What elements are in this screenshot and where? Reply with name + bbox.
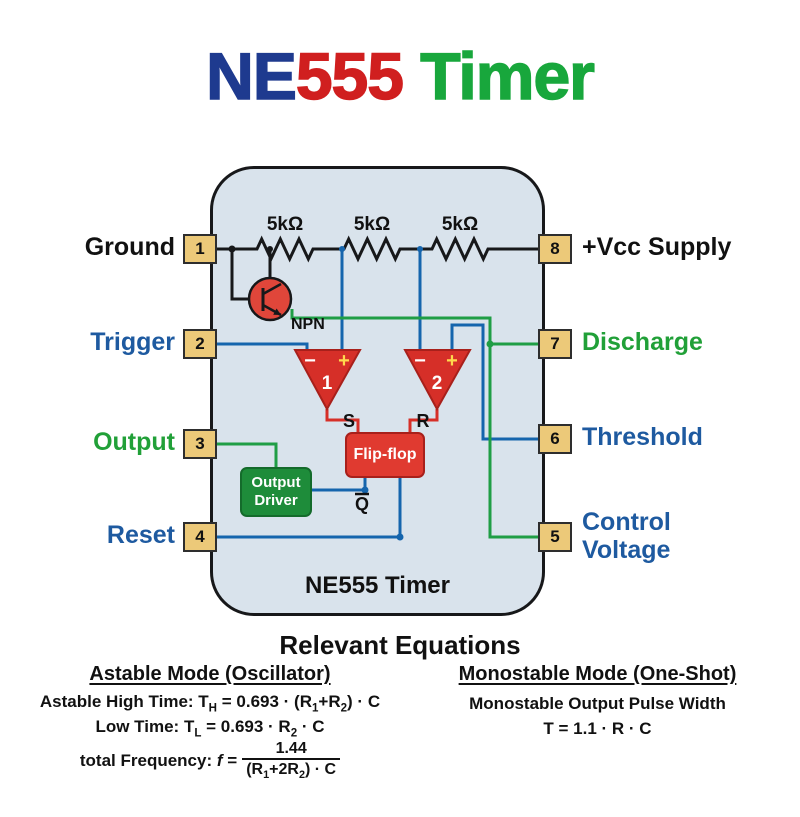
frequency-denominator: (R1+2R2) · C (242, 758, 341, 781)
comparator-2-number: 2 (432, 373, 443, 394)
pin-label-threshold: Threshold (582, 423, 703, 451)
monostable-pulse-width-label: Monostable Output Pulse Width (469, 694, 726, 713)
frequency-numerator: 1.44 (275, 740, 307, 757)
flipflop-label: Flip-flop (353, 446, 417, 463)
pin-label-control-line1: Control (582, 508, 671, 536)
reset-input-label: R (417, 411, 430, 431)
transistor-base-wire (230, 249, 249, 301)
q-bar-label: Q (355, 494, 369, 514)
pin-2: 2 (183, 329, 217, 359)
comparator-1-number: 1 (322, 373, 333, 394)
comparator-2-plus: + (446, 350, 458, 372)
pin-6: 6 (538, 424, 572, 454)
equations-heading: Relevant Equations (279, 630, 521, 660)
output-driver-block: Output Driver (240, 467, 312, 517)
pin-label-discharge: Discharge (582, 328, 703, 356)
comparator-1-minus: − (304, 350, 316, 372)
npn-transistor (247, 276, 293, 322)
junction-dots (228, 245, 494, 541)
pin-7: 7 (538, 329, 572, 359)
pin-8: 8 (538, 234, 572, 264)
control-voltage-wire (488, 344, 539, 539)
pin-label-vcc: +Vcc Supply (582, 233, 732, 261)
resistor-2-label: 5kΩ (354, 214, 390, 235)
top-rail-resistor-chain (217, 235, 539, 263)
astable-high-time-equation: Astable High Time: TH = 0.693 · (R1+R2) … (39, 692, 381, 715)
title-555: 555 (295, 38, 405, 114)
astable-mode-title: Astable Mode (Oscillator) (89, 663, 331, 685)
output-driver-label-line2: Driver (254, 492, 298, 509)
pin-label-reset: Reset (106, 521, 175, 549)
comparator-1: − + 1 (293, 349, 362, 412)
pin-label-output: Output (93, 428, 175, 456)
comparator-2-minus: − (414, 350, 426, 372)
frequency-fraction: 1.44 (R1+2R2) · C (242, 740, 341, 781)
title-timer: Timer (402, 38, 596, 114)
astable-low-time-equation: Low Time: TL = 0.693 · R2 · C (95, 717, 325, 740)
resistor-1-label: 5kΩ (267, 214, 303, 235)
pin-label-control-line2: Voltage (582, 536, 671, 564)
comparator-1-plus: + (338, 350, 350, 372)
pin-1: 1 (183, 234, 217, 264)
pin-5: 5 (538, 522, 572, 552)
pin-label-trigger: Trigger (90, 328, 175, 356)
page-title: NE555 Timer (0, 38, 800, 114)
flipflop-block: Flip-flop (345, 432, 425, 478)
monostable-mode-title: Monostable Mode (One-Shot) (458, 663, 737, 685)
pin-4: 4 (183, 522, 217, 552)
threshold-wire (450, 323, 539, 441)
trigger-wire (217, 342, 309, 351)
pin-label-ground: Ground (84, 233, 175, 261)
set-input-label: S (343, 411, 355, 431)
output-wire (217, 442, 278, 467)
pin-label-control-voltage: Control Voltage (582, 508, 671, 564)
chip-name-label: NE555 Timer (305, 572, 450, 599)
discharge-wire (290, 309, 539, 346)
monostable-equation: T = 1.1 · R · C (543, 719, 652, 738)
frequency-prefix: total Frequency: f = (79, 750, 238, 770)
circuit-wiring-svg: 5kΩ 5kΩ 5kΩ (217, 214, 539, 541)
output-driver-label-line1: Output (251, 474, 301, 491)
pin-3: 3 (183, 429, 217, 459)
qbar-to-driver-wire (312, 478, 367, 492)
title-ne: NE (205, 38, 297, 114)
comparator-2: − + 2 (403, 349, 472, 412)
npn-label: NPN (291, 316, 325, 333)
resistor-3-label: 5kΩ (442, 214, 478, 235)
comp2-to-flipflop-wire (408, 409, 439, 432)
comp1-to-flipflop-wire (325, 409, 360, 432)
astable-frequency-equation: total Frequency: f = 1.44 (R1+2R2) · C (15, 740, 405, 781)
